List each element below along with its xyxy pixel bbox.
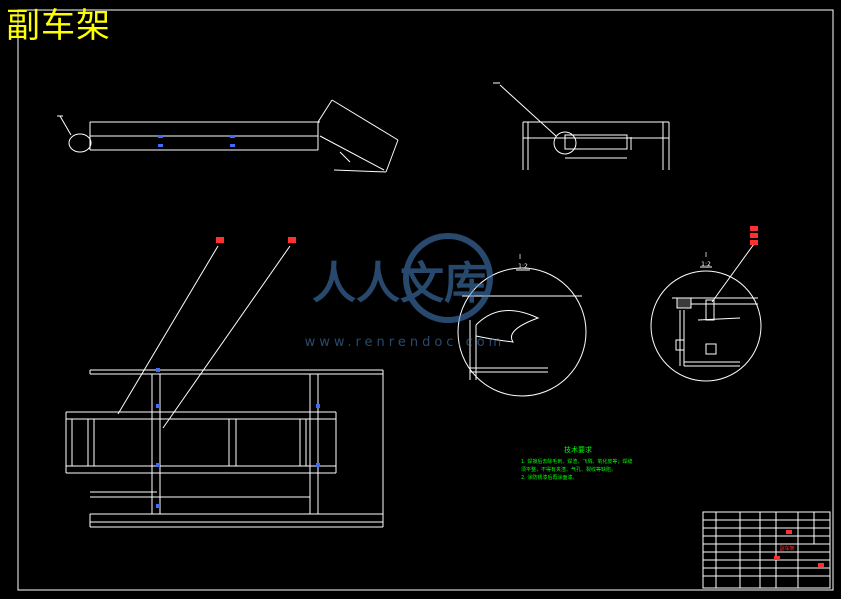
title-block: [702, 511, 831, 589]
title-block-name: 副车架: [779, 545, 794, 552]
detail-view-2: [650, 243, 762, 382]
tech-notes-heading: 技术要求: [564, 445, 592, 454]
side-view: [57, 99, 399, 173]
detail-1-scale: 1:2: [518, 263, 528, 270]
front-view: [493, 82, 670, 170]
title-block-marks: [774, 530, 824, 567]
drawing-title: 副车架: [6, 6, 111, 46]
detail-2-label: I: [705, 251, 707, 259]
tech-note-line-2: 须平整，不得有夹渣、气孔、裂纹等缺陷。: [521, 466, 616, 473]
tech-note-line-1: 1. 焊接后去除毛刺、焊渣、飞溅、氧化皮等；焊缝: [521, 458, 632, 465]
callout-tags: [216, 237, 296, 243]
detail-1-label: I: [519, 253, 521, 261]
plan-view: [65, 245, 384, 528]
watermark-logo-icon: [403, 233, 493, 323]
detail-2-scale: 1:2: [701, 261, 711, 268]
plan-view-markers: [156, 368, 320, 508]
drawing-border: [17, 9, 834, 591]
watermark: 人人文库 www.renrendoc.com: [305, 233, 506, 350]
detail-2-callout: [750, 226, 758, 245]
watermark-text: 人人文库: [312, 258, 488, 309]
side-view-dimensions: [158, 135, 235, 147]
tech-note-line-3: 2. 涂防锈漆后再涂面漆。: [521, 474, 577, 481]
watermark-url: www.renrendoc.com: [305, 335, 506, 350]
detail-view-1: [457, 267, 587, 397]
